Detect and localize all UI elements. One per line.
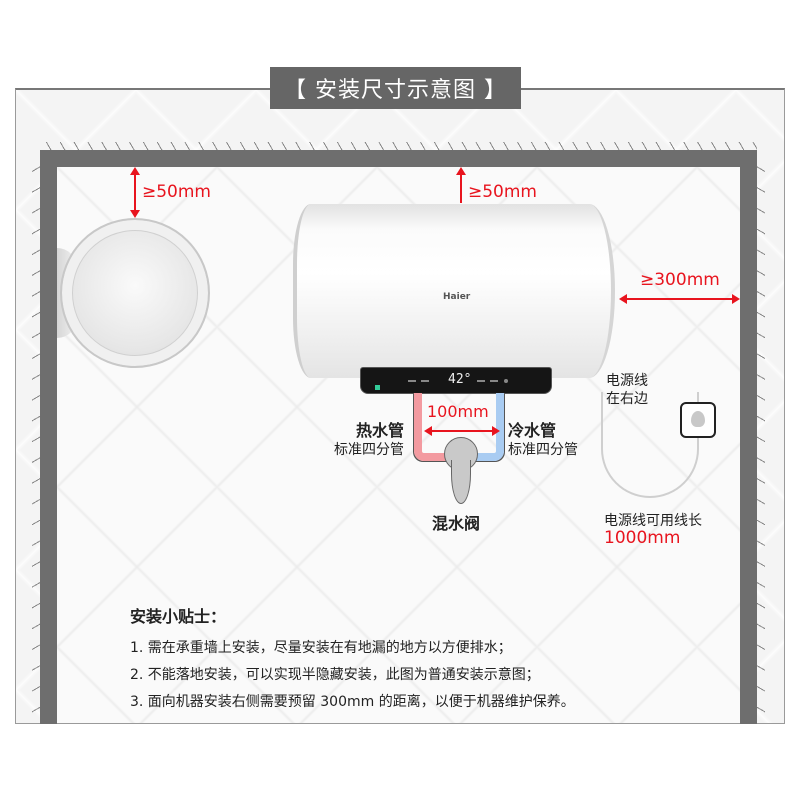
tip-item: 2. 不能落地安装，可以实现半隐藏安装，此图为普通安装示意图； bbox=[130, 667, 540, 683]
panel-button bbox=[421, 380, 429, 382]
power-button-icon bbox=[504, 379, 508, 383]
front-clearance-arrow bbox=[460, 175, 462, 203]
side-top-clearance-label: ≥50mm bbox=[142, 182, 211, 202]
tips-title: 安装小贴士： bbox=[130, 607, 227, 626]
left-wall bbox=[40, 150, 57, 724]
right-clearance-arrow bbox=[626, 298, 732, 300]
mixing-valve-handle bbox=[451, 460, 471, 504]
power-cord-note-1: 电源线 bbox=[606, 373, 648, 389]
control-panel: 42° bbox=[360, 367, 552, 394]
hot-water-pipe bbox=[414, 393, 456, 461]
temperature-display: 42° bbox=[448, 372, 472, 387]
power-socket-icon bbox=[680, 402, 716, 438]
power-cord bbox=[601, 392, 699, 498]
front-top-clearance-label: ≥50mm bbox=[468, 182, 537, 202]
water-heater-tank bbox=[293, 204, 615, 378]
cold-pipe-sublabel: 标准四分管 bbox=[508, 442, 578, 458]
plug-icon bbox=[691, 411, 705, 427]
arrow-up-icon bbox=[456, 167, 466, 175]
cord-length-value: 1000mm bbox=[604, 528, 681, 548]
side-clearance-arrow bbox=[134, 175, 136, 215]
panel-button bbox=[408, 380, 416, 382]
wall-hatching-top bbox=[40, 142, 757, 150]
pipe-spacing-arrow bbox=[431, 430, 493, 432]
right-clearance-label: ≥300mm bbox=[640, 270, 720, 290]
cold-pipe-label: 冷水管 bbox=[508, 421, 557, 440]
wall-hatching-right bbox=[757, 160, 765, 724]
arrow-right-icon bbox=[732, 294, 740, 304]
side-view-tank bbox=[60, 218, 210, 368]
pipe-spacing-label: 100mm bbox=[427, 402, 489, 421]
mixing-valve-label: 混水阀 bbox=[432, 514, 481, 533]
power-led-icon bbox=[375, 385, 380, 390]
right-wall bbox=[740, 150, 757, 724]
cord-length-label: 电源线可用线长 bbox=[604, 513, 702, 529]
arrow-left-icon bbox=[424, 426, 432, 436]
arrow-down-icon bbox=[130, 210, 140, 218]
brand-logo: Haier bbox=[443, 292, 471, 302]
wall-hatching-left bbox=[32, 160, 40, 724]
arrow-left-icon bbox=[619, 294, 627, 304]
cold-water-pipe bbox=[456, 393, 504, 461]
hot-pipe-label: 热水管 bbox=[356, 421, 405, 440]
power-cord-note-2: 在右边 bbox=[606, 391, 648, 407]
arrow-right-icon bbox=[492, 426, 500, 436]
diagram-title: 【 安装尺寸示意图 】 bbox=[270, 67, 521, 109]
panel-button bbox=[490, 380, 498, 382]
panel-button bbox=[477, 380, 485, 382]
hot-pipe-sublabel: 标准四分管 bbox=[334, 442, 404, 458]
arrow-up-icon bbox=[130, 167, 140, 175]
tip-item: 3. 面向机器安装右侧需要预留 300mm 的距离，以便于机器维护保养。 bbox=[130, 694, 575, 710]
ceiling-wall bbox=[40, 150, 757, 167]
tip-item: 1. 需在承重墙上安装，尽量安装在有地漏的地方以方便排水； bbox=[130, 640, 512, 656]
